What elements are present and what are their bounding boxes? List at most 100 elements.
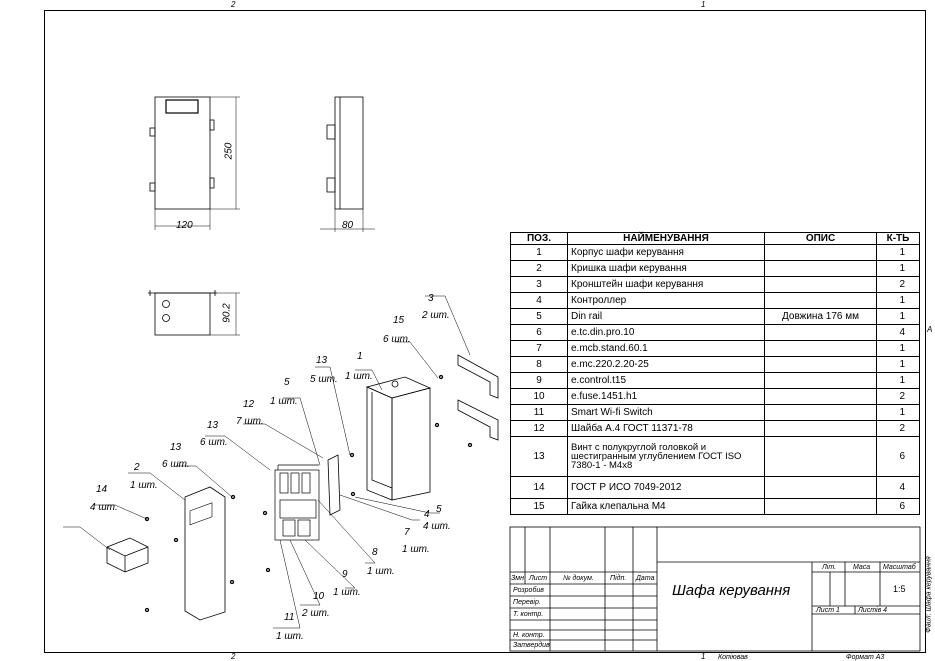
tb-scale: 1:5 [893,584,906,594]
tb-col-izm: Змн [511,575,524,582]
leader-lines [63,295,471,629]
bom-cell-name: e.mcb.stand.60.1 [567,340,765,357]
tb-mass: Маса [853,564,871,571]
bom-cell-name: e.tc.din.pro.10 [567,324,765,341]
callout-qty-14: 4 шт. [90,502,118,513]
exploded-lid [184,486,226,621]
callout-pos-4: 4 [424,509,430,520]
callout-qty-3: 2 шт. [422,310,450,321]
bom-cell-qty: 2 [876,276,920,293]
bom-cell-name: Din rail [567,308,765,325]
bom-cell-desc: Довжина 176 мм [764,308,877,325]
bom-cell-name: e.mc.220.2.20-25 [567,356,765,373]
front-view [149,96,240,230]
bom-cell-name: e.fuse.1451.h1 [567,388,765,405]
bom-cell-desc [764,260,877,277]
bom-cell-qty: 2 [876,420,920,437]
callout-qty-13b: 6 шт. [162,459,190,470]
zone-side: A [927,325,933,334]
bom-cell-name: ГОСТ Р ИСО 7049-2012 [567,476,765,499]
callout-qty-5a: 1 шт. [270,396,298,407]
tb-row-tkontr: Т. контр. [513,611,544,618]
callout-pos-2: 2 [134,462,140,473]
bom-cell-name: Шайба А.4 ГОСТ 11371-78 [567,420,765,437]
bom-cell-name: Контроллер [567,292,765,309]
exploded-devices [274,464,320,541]
callout-pos-13b: 13 [170,442,182,453]
exploded-rail [327,454,341,516]
callout-qty-4: 1 шт. [402,544,430,555]
callout-pos-12: 12 [243,399,255,410]
zone-top-left: 2 [231,0,236,9]
dim-bracket: 90.2 [221,303,233,323]
tb-row-nkontr: Н. контр. [513,632,545,639]
callout-qty-8: 1 шт. [367,566,395,577]
tb-col-doc: № докум. [563,575,594,582]
callout-pos-3: 3 [428,293,434,304]
bom-cell-qty: 2 [876,388,920,405]
bom-cell-desc [764,388,877,405]
bom-header-qty: К-ТЬ [876,232,920,245]
bom-cell-qty: 6 [876,436,920,477]
bom-cell-pos: 14 [510,476,568,499]
bom-cell-name: Кронштейн шафи керування [567,276,765,293]
bom-cell-desc [764,340,877,357]
bom-cell-qty: 1 [876,244,920,261]
bom-header-pos: ПОЗ. [510,232,568,245]
title-block-lines [509,526,921,652]
callout-qty-9: 1 шт. [333,587,361,598]
bom-cell-qty: 6 [876,498,920,515]
bom-cell-desc [764,372,877,389]
bom-cell-qty: 1 [876,308,920,325]
bom-cell-qty: 1 [876,372,920,389]
bom-cell-qty: 1 [876,404,920,421]
callout-pos-13a: 13 [207,420,219,431]
tb-sheet: Лист 1 [816,607,840,614]
tb-row-prov: Перевір. [513,599,541,606]
bom-cell-pos: 4 [510,292,568,309]
callout-pos-5a: 5 [284,377,290,388]
callout-qty-12: 7 шт. [236,416,264,427]
bom-cell-desc [764,356,877,373]
bom-cell-desc [764,276,877,293]
tb-format: Формат А3 [846,654,885,661]
dim-height: 250 [223,142,235,160]
bom-cell-name: e.control.t15 [567,372,765,389]
callout-qty-2: 1 шт. [130,480,158,491]
bom-cell-pos: 2 [510,260,568,277]
exploded-controller [106,537,149,573]
tb-title: Шафа керування [672,582,791,599]
callout-pos-5b: 5 [436,504,442,515]
tb-row-utv: Затвердив [513,642,550,649]
callout-pos-11: 11 [284,612,295,623]
tb-col-date: Дата [636,575,655,582]
bom-cell-pos: 6 [510,324,568,341]
bom-cell-pos: 9 [510,372,568,389]
callout-pos-13c: 13 [316,355,328,366]
bom-cell-desc [764,324,877,341]
bom-header-name: НАЙМЕНУВАННЯ [567,232,765,245]
bom-cell-qty: 1 [876,292,920,309]
bom-header-desc: ОПИС [764,232,877,245]
callout-qty-11: 1 шт. [276,631,304,642]
zone-bottom-left: 2 [231,652,236,661]
tb-row-razrob: Розробив [513,587,544,594]
dim-width: 120 [176,220,193,231]
bom-cell-pos: 13 [510,436,568,477]
bom-cell-qty: 1 [876,356,920,373]
tb-lit: Літ. [822,564,837,571]
bom-cell-pos: 11 [510,404,568,421]
callout-qty-13a: 6 шт. [200,437,228,448]
bom-cell-name: Винт с полукруглой головкой и шестигранн… [567,436,765,477]
